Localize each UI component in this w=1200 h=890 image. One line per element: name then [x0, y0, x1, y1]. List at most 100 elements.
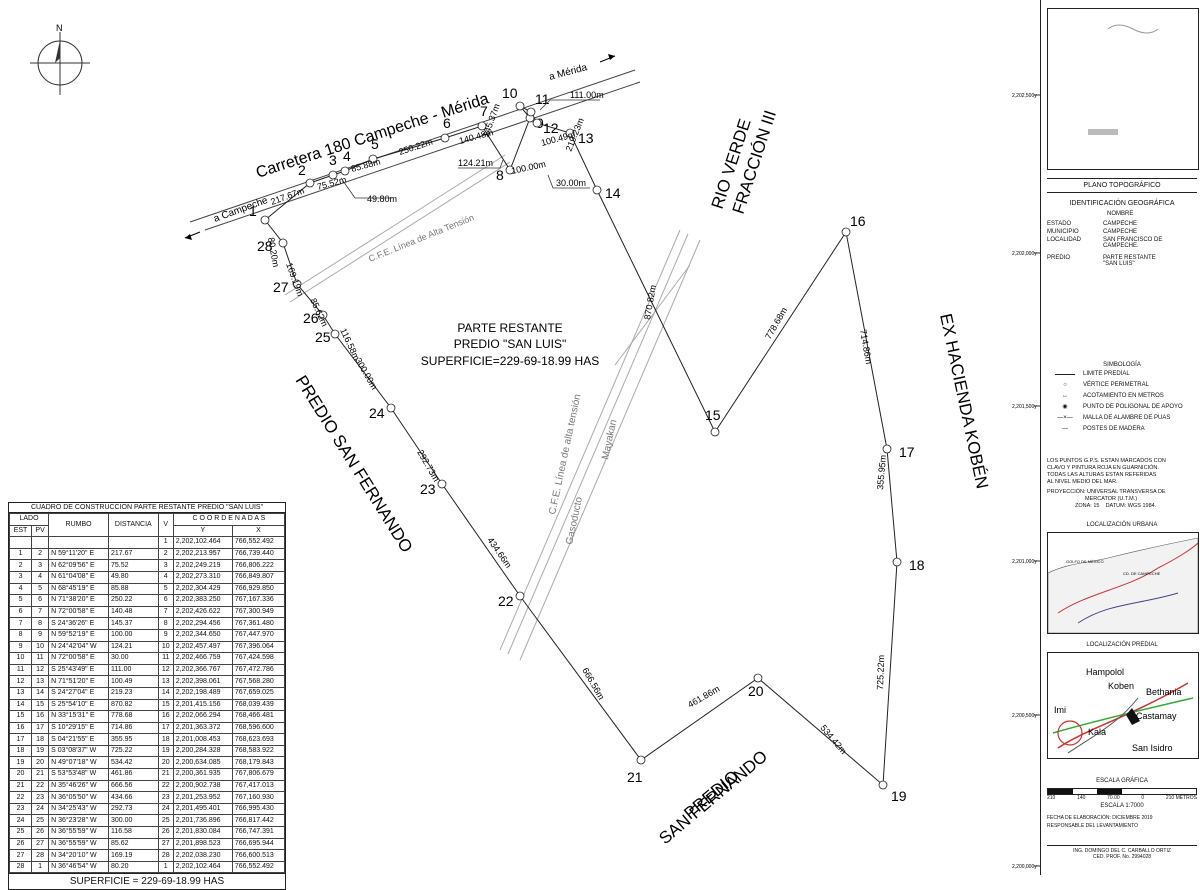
grid-label: 2,201,000y	[1012, 559, 1037, 565]
cell-pv: 20	[31, 756, 50, 770]
cell-v: 19	[157, 744, 174, 758]
cell-est: 4	[8, 582, 33, 596]
cell-rumbo: N 49°07'18" W	[48, 756, 110, 770]
distance-label: 300.00m	[353, 356, 379, 391]
grid-label: 2,201,500y	[1012, 404, 1037, 410]
cell-x: 767,659.025	[231, 686, 286, 700]
cell-distancia: 666.56	[108, 779, 159, 793]
cell-y: 2,201,415.156	[172, 698, 233, 712]
vertex-label: 4	[343, 148, 351, 164]
cell-pv: 11	[31, 652, 50, 665]
place-label: Imi	[1054, 705, 1066, 715]
vertex-marker-icon	[515, 591, 525, 601]
cell-pv: 2	[31, 547, 50, 561]
cell-pv: 19	[31, 744, 50, 758]
cell-est: 22	[8, 791, 33, 804]
plano-title: PLANO TOPOGRÁFICO	[1083, 182, 1161, 189]
cell-v: 14	[157, 686, 174, 700]
cell-rumbo: S 24°36'26" E	[48, 617, 110, 630]
localidad-value-2: CAMPECHE.	[1103, 243, 1139, 249]
cell-y: 2,202,102.464	[172, 860, 233, 874]
cell-y: 2,202,213.957	[172, 547, 233, 561]
cell-y: 2,201,008.453	[172, 733, 233, 746]
cell-rumbo: N 59°52'19" E	[48, 628, 110, 642]
cell-est: 12	[8, 675, 33, 688]
cell-est: 7	[8, 617, 33, 630]
cell-x: 767,424.598	[231, 652, 286, 665]
vertex-marker-icon	[532, 118, 542, 128]
cell-x: 767,568.280	[231, 675, 286, 688]
note-3: TODAS LAS ALTURAS ESTAN REFERIDAS	[1047, 472, 1157, 478]
construction-table: CUADRO DE CONSTRUCCION PARTE RESTANTE PR…	[8, 502, 286, 890]
cell-v: 13	[157, 675, 174, 688]
cell-rumbo: N 68°45'19" E	[48, 582, 110, 596]
cell-v: 1	[157, 536, 174, 549]
cell-x: 768,583.922	[231, 744, 286, 758]
cell-distancia: 124.21	[108, 640, 159, 654]
cell-est: 9	[8, 640, 33, 654]
gasoducto-label: Gasoducto	[564, 496, 585, 546]
cell-x: 767,396.064	[231, 640, 286, 654]
cell-v: 12	[157, 663, 174, 677]
cell-distancia: 80.20	[108, 860, 159, 874]
cell-x: 766,817.442	[231, 814, 286, 828]
cell-rumbo: N 36°55'59" W	[48, 837, 110, 851]
symbol-label: ACOTAMIENTO EN METROS	[1083, 392, 1164, 399]
cell-distancia: 30.00	[108, 652, 159, 665]
symbol-row: ↔ACOTAMIENTO EN METROS	[1047, 390, 1197, 401]
cell-y: 2,200,634.085	[172, 756, 233, 770]
vertex-marker-icon	[841, 227, 851, 237]
cell-y: 2,202,426.622	[172, 605, 233, 619]
cell-y: 2,201,253.952	[172, 791, 233, 804]
cell-y: 2,201,736.896	[172, 814, 233, 828]
header-v: V	[157, 512, 174, 538]
cell-x: 766,695.944	[231, 837, 286, 851]
cell-est: 14	[8, 698, 33, 712]
cell-v: 28	[157, 849, 174, 862]
municipio-value: CAMPECHE	[1103, 229, 1138, 235]
cell-rumbo: N 71°51'20" E	[48, 675, 110, 688]
cell-v: 7	[157, 605, 174, 619]
cell-v: 11	[157, 652, 174, 665]
cell-pv: 10	[31, 640, 50, 654]
escala-label: ESCALA 1:7000	[1100, 803, 1144, 809]
cell-est: 10	[8, 652, 33, 665]
cfe-line	[284, 154, 701, 661]
vertex-label: 19	[891, 788, 907, 804]
cell-y: 2,202,273.310	[172, 570, 233, 584]
symbol-list: LIMITE PREDIAL○VÉRTICE PERIMETRAL↔ACOTAM…	[1047, 368, 1197, 434]
cell-distancia: 85.62	[108, 837, 159, 851]
cell-rumbo: N 36°05'50" W	[48, 791, 110, 804]
logo-area	[1047, 8, 1199, 170]
cell-x: 767,447.970	[231, 628, 286, 642]
distance-label: 461.86m	[686, 684, 721, 710]
cell-v: 24	[157, 802, 174, 816]
scale-tick-label: 140	[1077, 795, 1086, 801]
symbol-label: LIMITE PREDIAL	[1083, 370, 1130, 377]
vertex-marker-icon	[592, 185, 602, 195]
north-label: N	[56, 23, 63, 33]
cell-y: 2,200,284.328	[172, 744, 233, 758]
ing-label: ING. DOMINGO DEL C. CARBALLO ORTIZ	[1047, 845, 1197, 854]
localidad-key: LOCALIDAD	[1047, 237, 1082, 243]
cell-x: 766,552.492	[231, 860, 286, 874]
vertex-marker-icon	[882, 444, 892, 454]
cell-y: 2,201,898.523	[172, 837, 233, 851]
vertex-label: 3	[329, 152, 337, 168]
grid-labels: 2,202,500y2,202,000y2,201,500y2,201,000y…	[1012, 93, 1040, 870]
vertex-label: 11	[535, 91, 550, 107]
predio-san-luis-label: PREDIO "SAN LUIS"	[454, 337, 567, 351]
symbol-row: —×—MALLA DE ALAMBRE DE PUAS	[1047, 412, 1197, 423]
header-pv: PV	[31, 524, 50, 538]
cell-est: 25	[8, 826, 33, 839]
vertex-label: 18	[909, 557, 925, 573]
cell-v: 25	[157, 814, 174, 828]
